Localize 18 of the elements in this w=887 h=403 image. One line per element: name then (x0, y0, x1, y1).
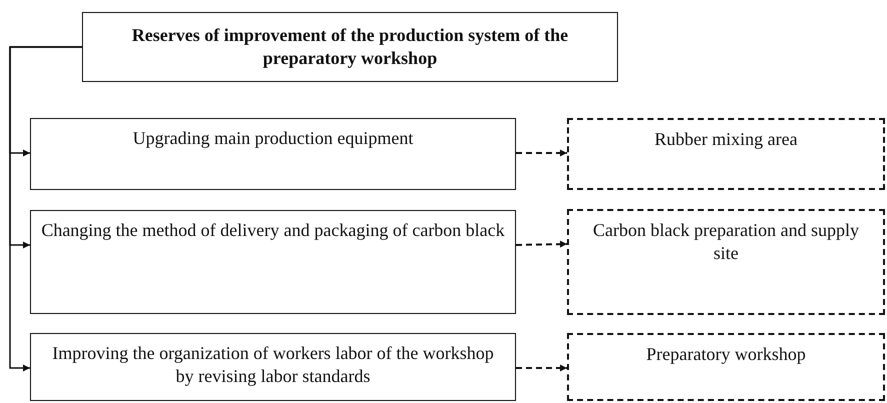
process-box (30, 333, 516, 401)
arrow (516, 150, 567, 156)
process-box (30, 210, 516, 314)
box-text: Upgrading main production equipment (132, 127, 414, 150)
area-box (567, 209, 885, 315)
arrow (9, 46, 82, 372)
box-text: Rubber mixing area (654, 128, 798, 151)
heading-text: Reserves of improvement of the production system of the preparatory workshop (130, 24, 570, 70)
heading-box (82, 12, 618, 82)
arrow (516, 364, 567, 372)
process-box (30, 118, 516, 190)
arrow (516, 240, 568, 248)
area-box (567, 118, 885, 190)
box-text: Carbon black preparation and supply site (592, 219, 860, 266)
box-text: Improving the organization of workers labor of the workshop by revising labor standards (51, 342, 495, 388)
box-text: Changing the method of delivery and packaging of carbon black (41, 219, 505, 242)
area-box (567, 333, 885, 401)
box-text: Preparatory workshop (646, 343, 806, 366)
